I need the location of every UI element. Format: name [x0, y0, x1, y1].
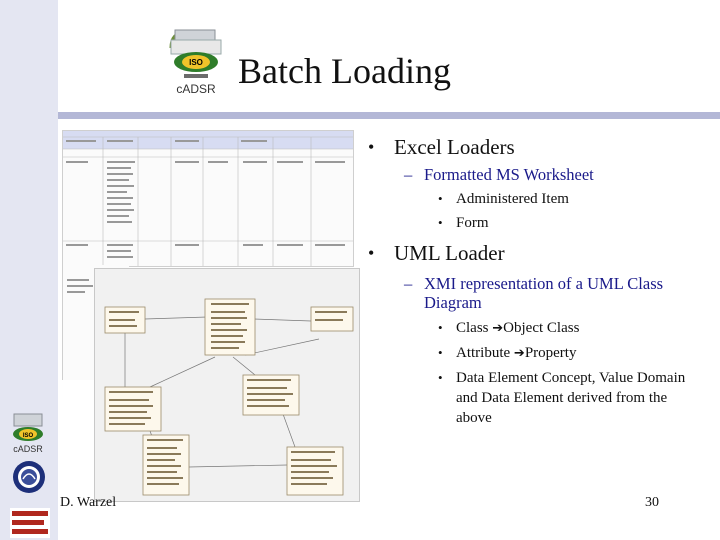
page-number: 30 [645, 495, 659, 510]
logo-cadsr-text: cADSR [176, 82, 216, 96]
nih-seal-icon [13, 461, 45, 493]
item-class-object-class: •Class ➔Object Class [438, 320, 580, 336]
item-data-element-derived: •Data Element Concept, Value Domain and … [438, 370, 686, 426]
item-form: •Form [438, 215, 489, 231]
bullet-list: •Excel Loaders –Formatted MS Worksheet •… [360, 135, 700, 428]
dash-icon: – [404, 165, 413, 184]
worksheet-grid [63, 131, 353, 266]
footer-author: D. Warzel [60, 495, 117, 510]
sub-bullet-formatted-worksheet: –Formatted MS Worksheet [404, 165, 594, 184]
logo-badge-text: ISO [189, 58, 203, 67]
right-arrow-icon: ➔ [513, 346, 525, 361]
title-band [58, 0, 720, 112]
left-sidebar-band [0, 0, 58, 540]
title-rule [58, 112, 720, 119]
bullet-dot-icon: • [438, 191, 443, 206]
bullet-dot-icon: • [438, 370, 443, 385]
bullet-uml-loader: •UML Loader [368, 241, 505, 265]
right-arrow-icon: ➔ [492, 321, 504, 336]
dash-icon: – [404, 274, 413, 293]
bullet-dot-icon: • [438, 215, 443, 230]
uml-diagram [104, 298, 354, 496]
nci-logo-icon [10, 508, 50, 538]
excel-worksheet-screenshot [62, 130, 354, 267]
bullet-dot-icon: • [368, 243, 375, 263]
item-administered-item: •Administered Item [438, 191, 569, 207]
bullet-dot-icon: • [368, 137, 375, 157]
sub-bullet-xmi-representation: –XMI representation of a UML Class Diagr… [404, 274, 664, 312]
side-cadsr-logo: ISO cADSR [13, 413, 43, 454]
bullet-dot-icon: • [438, 345, 443, 360]
slide-title: Batch Loading [238, 51, 451, 91]
item-attribute-property: •Attribute ➔Property [438, 345, 577, 361]
bullet-excel-loaders: •Excel Loaders [368, 135, 515, 159]
cadsr-logo: ISO cADSR [169, 29, 222, 96]
side-logo-badge-text: ISO [23, 433, 34, 439]
bullet-dot-icon: • [438, 320, 443, 335]
worksheet-lower-grid [67, 279, 93, 293]
side-logo-cadsr-text: cADSR [13, 444, 43, 454]
uml-class-diagram-screenshot [94, 268, 360, 502]
